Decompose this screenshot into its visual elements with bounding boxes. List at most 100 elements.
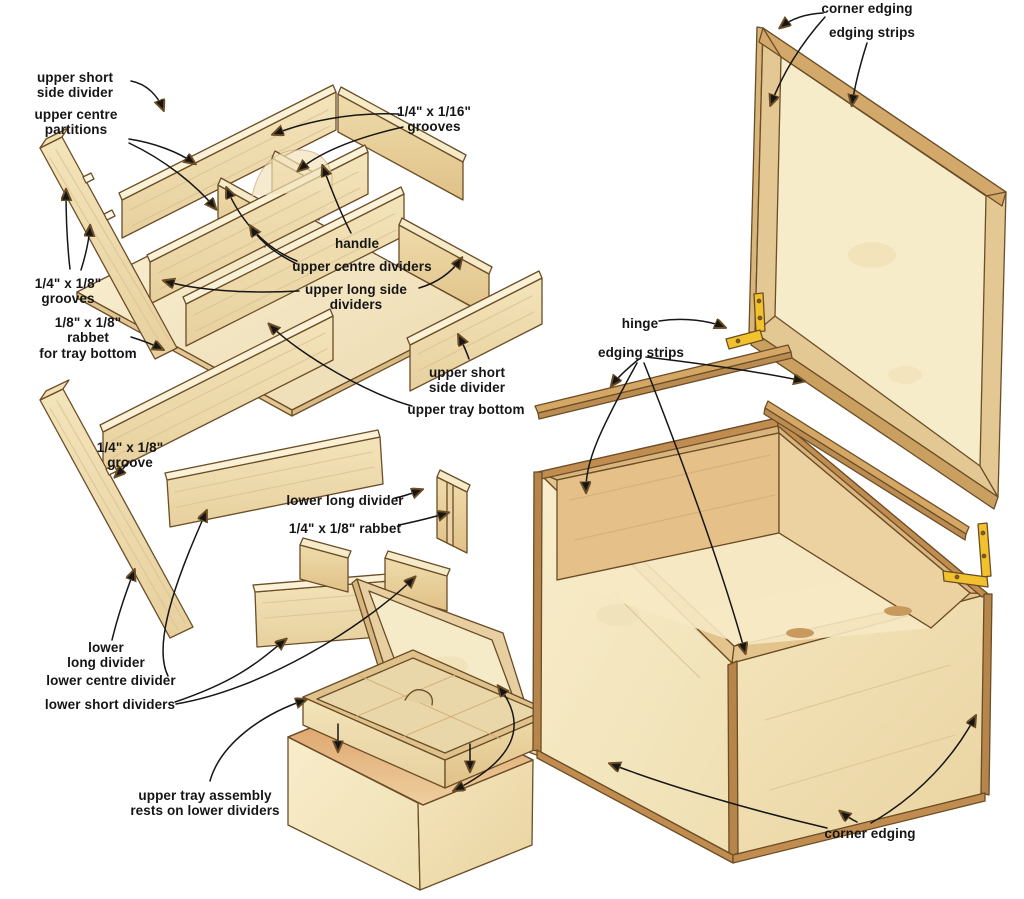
arrow-upper-centre-partitions [128, 138, 194, 163]
grain-line [174, 451, 375, 508]
large-box [532, 417, 993, 864]
arrow-corner-edging-bottom [841, 812, 858, 823]
groove-notch [103, 209, 116, 221]
corner-edging-trim [980, 593, 993, 796]
label-hinge: hinge [621, 316, 659, 331]
hinge-arm [977, 522, 992, 578]
arrow-grooves-quarter-sixteenth [274, 112, 400, 134]
hinge-screw [954, 574, 960, 580]
board-top-edge [337, 86, 467, 163]
corner-edging-trim [732, 792, 986, 864]
arrow-handle [323, 167, 352, 234]
arrow-upper-tray-assembly-note [209, 700, 305, 782]
arrow-grooves-quarter-eighth [66, 191, 70, 270]
upper-tray-assembly [39, 84, 543, 477]
tray-handle-arch [404, 689, 433, 706]
tray-divider [354, 674, 456, 718]
arrow-upper-centre-dividers [251, 227, 298, 265]
label-lower-short-dividers: lower short dividers [44, 697, 176, 712]
arrow-corner-edging-bottom [611, 764, 828, 829]
arrow-upper-long-side-dividers [165, 281, 300, 293]
hinge-bottom [942, 522, 992, 588]
arrow-corner-edging-bottom [870, 717, 975, 824]
label-corner-edging-bottom: corner edging [824, 826, 916, 841]
label-edging-strips-top: edging strips [828, 25, 916, 40]
label-lower-centre-divider: lower centre divider [46, 673, 176, 688]
hinge-screw [980, 530, 986, 536]
board-end-cap [39, 127, 69, 149]
board-top-edge [99, 308, 334, 433]
arrow-edging-strips-mid [645, 356, 803, 381]
board-top-edge [384, 550, 451, 577]
label-upper-short-side-divider-1: upper short side divider [36, 70, 114, 101]
lid-swing-arrow [455, 687, 515, 790]
lid-panel [748, 26, 1007, 510]
arrow-rabbet-quarter-eighth [398, 513, 447, 526]
lid-edging-strip [758, 27, 1007, 207]
frame-mitre [979, 465, 999, 498]
floor-shade [557, 533, 931, 645]
label-upper-tray-bottom: upper tray bottom [407, 402, 525, 417]
arrow-lower-short-dividers [174, 640, 285, 703]
hinge-top [725, 292, 766, 350]
hinge-screw [756, 298, 762, 304]
hinge-recess [884, 606, 912, 616]
hinge-recess [786, 628, 814, 638]
label-grooves-quarter-sixteenth: 1/4" x 1/16" grooves [396, 104, 472, 135]
groove-notch [82, 172, 95, 184]
hinge-screw [735, 338, 741, 344]
wood-blotch [848, 242, 896, 268]
edging-strip-edge [537, 351, 793, 420]
label-edging-strips-mid: edging strips [597, 345, 685, 360]
arrow-upper-short-side-divider-1 [130, 80, 163, 109]
arrow-edging-strips-top [852, 42, 868, 104]
grain-line [417, 295, 535, 371]
label-upper-centre-dividers: upper centre dividers [292, 259, 432, 274]
arrow-edging-strips-mid [586, 362, 638, 491]
rabbet-step [446, 481, 454, 547]
label-groove-quarter-eighth: 1/4" x 1/8" groove [96, 440, 164, 471]
frame-mitre [762, 27, 782, 58]
loose-edging-strips [534, 344, 970, 541]
label-upper-tray-assembly-note: upper tray assembly rests on lower divid… [130, 788, 280, 819]
wood-knot [596, 604, 640, 626]
grain-line [569, 454, 776, 541]
label-arrows [66, 12, 975, 829]
board-top-edge [436, 469, 471, 493]
board-end-cap [39, 379, 70, 401]
arrow-edging-strips-mid [643, 362, 745, 652]
arrow-groove-quarter-eighth [116, 460, 130, 476]
label-upper-centre-partitions: upper centre partitions [34, 107, 118, 138]
board-top-edge [299, 537, 352, 559]
label-rabbet-eighth: 1/8" x 1/8" rabbet for tray bottom [39, 315, 137, 361]
board-top-edge [182, 186, 405, 305]
arrow-lower-centre-divider [162, 512, 206, 677]
hinge-foot [942, 570, 989, 588]
grain-line [764, 664, 956, 791]
grain-line [49, 400, 186, 631]
arrow-lower-short-dividers [175, 578, 414, 705]
small-box-assembly [287, 578, 556, 891]
corner-edging-trim [532, 471, 543, 753]
label-handle: handle [334, 236, 380, 251]
board-top-edge [406, 270, 543, 346]
arrow-rabbet-eighth [130, 336, 162, 349]
arrow-upper-centre-partitions [128, 142, 215, 208]
corner-edging-trim [727, 660, 739, 858]
edging-strip-edge [763, 407, 967, 541]
label-upper-long-side-dividers: upper long side dividers [304, 282, 408, 313]
arrow-upper-tray-bottom [270, 325, 413, 407]
hinge-screw [757, 315, 763, 321]
arrow-corner-edging-top [771, 16, 826, 104]
label-upper-short-side-divider-2: upper short side divider [428, 365, 506, 396]
arrow-upper-long-side-dividers [418, 259, 461, 289]
board-top-edge [118, 84, 337, 201]
wood-blotch [888, 366, 922, 384]
grain-line [193, 213, 397, 332]
arrow-corner-edging-top [781, 12, 824, 27]
arrow-lower-long-divider-1 [394, 490, 421, 498]
grain-line [110, 332, 328, 458]
hinge-foot [725, 329, 764, 350]
